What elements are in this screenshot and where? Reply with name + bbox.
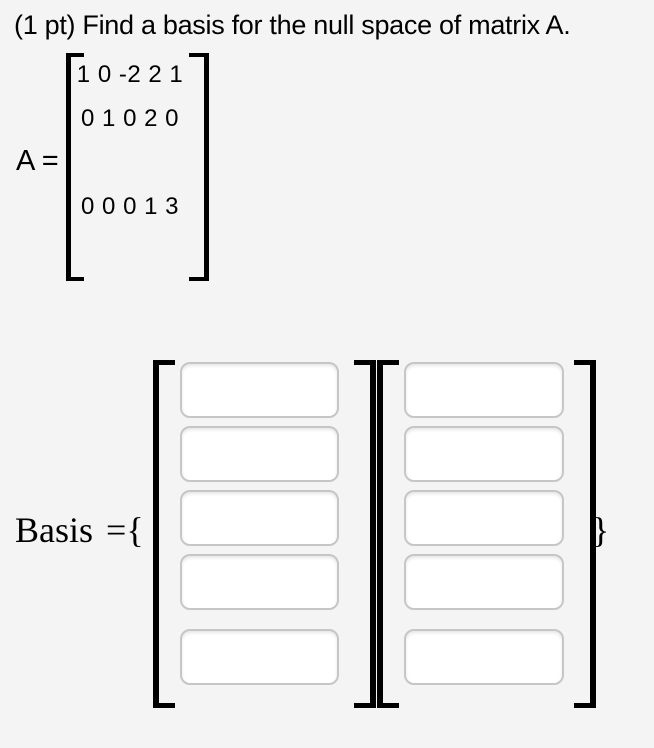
basis-vector2-entry1-input[interactable] <box>404 362 564 418</box>
matrix-row: 0 1 0 2 0 <box>81 105 179 132</box>
close-brace: } <box>592 510 610 550</box>
vector2-left-bracket <box>377 360 399 708</box>
problem-title: (1 pt) Find a basis for the null space o… <box>14 10 571 40</box>
basis-vector2-entry5-input[interactable] <box>404 629 564 685</box>
basis-vector1-entry4-input[interactable] <box>180 554 339 610</box>
basis-vector1-entry3-input[interactable] <box>180 490 339 546</box>
basis-vector-2 <box>404 362 564 685</box>
matrix-row: 1 0 -2 2 1 <box>76 61 184 88</box>
basis-vector-1 <box>180 362 339 685</box>
matrix-row: 0 0 0 1 3 <box>81 193 179 220</box>
basis-vector2-entry4-input[interactable] <box>404 554 564 610</box>
basis-vector1-entry5-input[interactable] <box>180 629 339 685</box>
open-brace: ={ <box>106 510 144 550</box>
basis-vector2-entry3-input[interactable] <box>404 490 564 546</box>
basis-vector2-entry2-input[interactable] <box>404 426 564 482</box>
vector1-right-bracket <box>354 360 376 708</box>
vector2-right-bracket <box>574 360 596 708</box>
matrix-right-bracket <box>189 53 209 281</box>
basis-vector1-entry2-input[interactable] <box>180 426 339 482</box>
matrix-row <box>71 229 189 273</box>
matrix-row <box>71 141 189 185</box>
matrix-a-label: A = <box>16 145 59 177</box>
vector1-left-bracket <box>153 360 175 708</box>
basis-vector1-entry1-input[interactable] <box>180 362 339 418</box>
basis-label: Basis <box>15 510 94 550</box>
matrix-a: 1 0 -2 2 1 0 1 0 2 0 0 0 0 1 3 <box>71 53 189 273</box>
matrix-left-bracket <box>66 53 84 281</box>
basis-equation-label: Basis ={ <box>15 506 144 554</box>
